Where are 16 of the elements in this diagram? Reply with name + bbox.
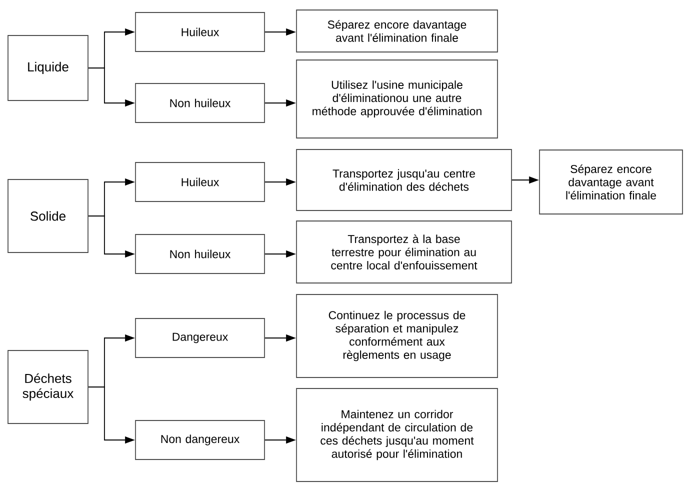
type-box: Non dangereux [135, 420, 265, 460]
type-box: Dangereux [135, 318, 265, 358]
category-box: Liquide [8, 35, 88, 101]
action-box: Continuez le processus de séparation et manipulez conformément aux règlements en usage [296, 294, 498, 378]
type-box: Non huileux [135, 234, 265, 274]
action-box: Maintenez un corridor indépendant de circulation de ces déchets jusqu'au moment autorisé pour l'élimination [296, 388, 498, 482]
action-box: Transportez à la base terrestre pour élimination au centre local d'enfouissement [296, 220, 512, 284]
action-box: Utilisez l'usine municipale d'éliminationou une autre méthode approuvée d'élimination [296, 60, 498, 138]
action-box: Séparez encore davantage avant l'élimination finale [296, 10, 498, 52]
type-box: Non huileux [135, 83, 265, 123]
action-box: Séparez encore davantage avant l'élimination finale [539, 150, 683, 214]
action-box: Transportez jusqu'au centre d'élimination des déchets [296, 149, 512, 211]
category-box: Solide [8, 179, 88, 253]
type-box: Huileux [135, 162, 265, 202]
type-box: Huileux [135, 12, 265, 52]
category-box: Déchets spéciaux [8, 350, 88, 424]
